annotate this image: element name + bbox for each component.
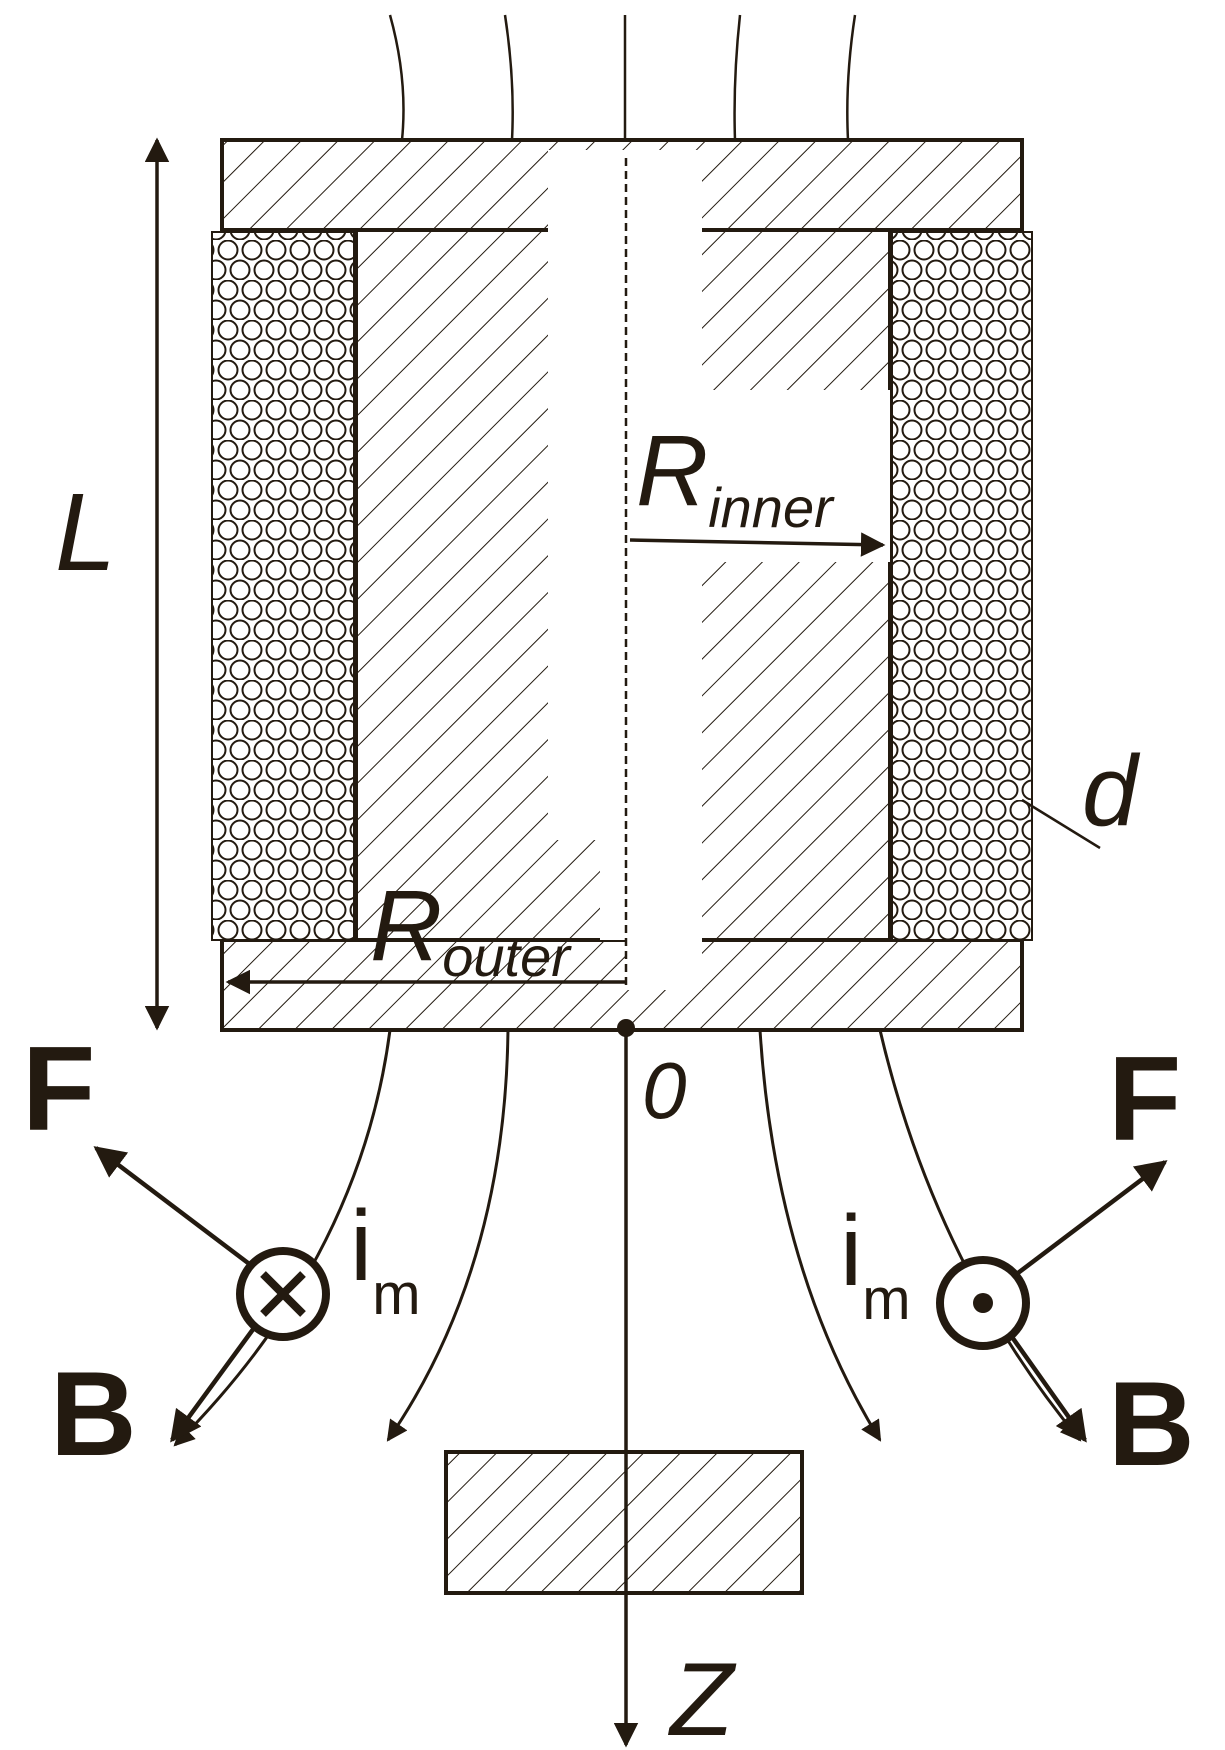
- origin-label: 0: [642, 1046, 687, 1135]
- bore-mid-clear: [626, 390, 890, 562]
- armature-block: [444, 1450, 804, 1595]
- force-arrow-left: [93, 1146, 254, 1268]
- field-lines-top: [388, 14, 857, 141]
- wire-diameter-leader: [1021, 798, 1101, 850]
- field-arrow-right: [1010, 1335, 1087, 1443]
- force-arrow-right: [1012, 1160, 1168, 1278]
- inner-radius-label: Rinner: [636, 415, 835, 539]
- field-arrow-left: [170, 1326, 256, 1443]
- bore-left-clear: [548, 150, 626, 840]
- circle-cross-icon: [236, 1247, 330, 1341]
- bore-lower-right-clear: [626, 562, 702, 990]
- inner-radius-arrow: [629, 532, 886, 557]
- z-axis-label: Z: [667, 1642, 737, 1750]
- field-lines-bottom: [173, 1029, 1082, 1447]
- field-label-right: B: [1108, 1357, 1195, 1491]
- circle-dot-icon: [936, 1256, 1030, 1350]
- current-label-right: im: [840, 1195, 911, 1332]
- bottom-flange: [220, 938, 1024, 1032]
- origin-point: [617, 1019, 635, 1037]
- coil-winding-right: [891, 231, 1033, 941]
- length-label: L: [55, 471, 116, 594]
- current-label-left: im: [350, 1190, 421, 1327]
- coil-winding-left: [211, 231, 355, 941]
- outer-radius-label: Router: [370, 870, 572, 988]
- bore-axis-clear: [600, 840, 626, 940]
- wire-diameter-label: d: [1082, 735, 1141, 847]
- force-label-right: F: [1108, 1032, 1181, 1166]
- field-label-left: B: [50, 1347, 137, 1481]
- force-label-left: F: [22, 1022, 95, 1156]
